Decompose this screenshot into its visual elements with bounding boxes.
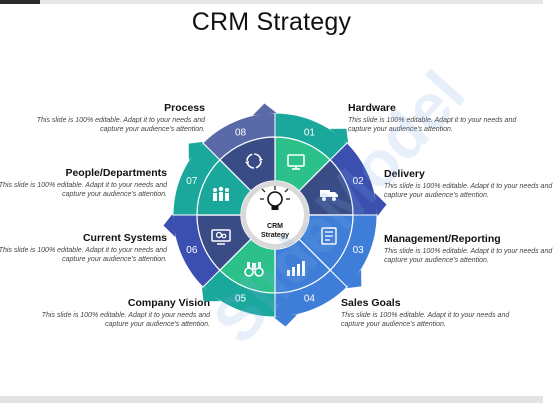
label-description: This slide is 100% editable. Adapt it to… (384, 183, 553, 199)
bar-chart-icon (287, 261, 305, 276)
computer-gears-icon (211, 229, 231, 245)
label-heading: Company Vision (127, 297, 210, 309)
segment-arrow-tip (252, 103, 277, 116)
segment-number: 07 (186, 176, 198, 187)
label-process: Process This slide is 100% editable. Ada… (30, 102, 205, 134)
binoculars-icon (244, 262, 264, 277)
bottom-bar (0, 396, 543, 403)
truck-icon (320, 190, 338, 201)
label-description: This slide is 100% editable. Adapt it to… (341, 312, 510, 328)
page-title: CRM Strategy (191, 8, 352, 36)
top-bar-accent (0, 0, 40, 4)
top-bar (0, 0, 543, 4)
center-label-line1: CRM (267, 223, 283, 230)
center-disc (246, 186, 304, 244)
label-sales-goals: Sales Goals This slide is 100% editable.… (341, 297, 516, 329)
label-people-departments: People/Departments This slide is 100% ed… (0, 167, 167, 199)
segment-arrow-tip (201, 285, 221, 302)
label-description: This slide is 100% editable. Adapt it to… (0, 247, 167, 263)
label-heading: Process (164, 102, 205, 114)
segment-number: 01 (304, 127, 316, 138)
segment-number: 03 (353, 245, 365, 256)
segment-icons (211, 153, 338, 277)
label-current-systems: Current Systems This slide is 100% edita… (0, 232, 167, 264)
segment-arrow-tip (374, 192, 387, 217)
segment-number: 04 (304, 294, 316, 305)
label-description: This slide is 100% editable. Adapt it to… (0, 182, 167, 198)
label-company-vision: Company Vision This slide is 100% editab… (35, 297, 210, 329)
segment-numbers: 01 02 03 04 05 06 07 08 (186, 127, 364, 304)
label-heading: Sales Goals (341, 297, 401, 309)
label-description: This slide is 100% editable. Adapt it to… (384, 248, 553, 264)
label-heading: Management/Reporting (384, 233, 501, 245)
report-icon (321, 227, 337, 245)
label-description: This slide is 100% editable. Adapt it to… (348, 117, 517, 133)
label-hardware: Hardware This slide is 100% editable. Ad… (348, 102, 523, 134)
inner-ring (196, 136, 354, 294)
segment-arrow-tip (188, 141, 205, 161)
segment-arrow-tip (273, 314, 298, 327)
lightbulb-icon (260, 186, 290, 210)
label-description: This slide is 100% editable. Adapt it to… (36, 117, 205, 133)
label-description: This slide is 100% editable. Adapt it to… (41, 312, 210, 328)
segment-number: 05 (235, 294, 247, 305)
monitor-icon (287, 154, 305, 170)
segment-arrow-tip (329, 128, 349, 145)
strategy-wheel: CRM Strategy 01 02 03 04 05 06 07 08 (163, 103, 387, 327)
segment-number: 02 (353, 176, 365, 187)
label-delivery: Delivery This slide is 100% editable. Ad… (384, 168, 559, 200)
segment-number: 08 (235, 127, 247, 138)
segment-arrow-tip (345, 269, 362, 289)
label-heading: Hardware (348, 102, 396, 114)
people-icon (213, 186, 229, 201)
segment-number: 06 (186, 245, 198, 256)
center-label-line2: Strategy (261, 232, 289, 239)
cycle-icon (245, 153, 263, 169)
label-heading: People/Departments (65, 167, 167, 179)
segment-arrow-tip (163, 213, 176, 238)
label-management-reporting: Management/Reporting This slide is 100% … (384, 233, 559, 265)
label-heading: Delivery (384, 168, 425, 180)
label-heading: Current Systems (82, 232, 167, 244)
